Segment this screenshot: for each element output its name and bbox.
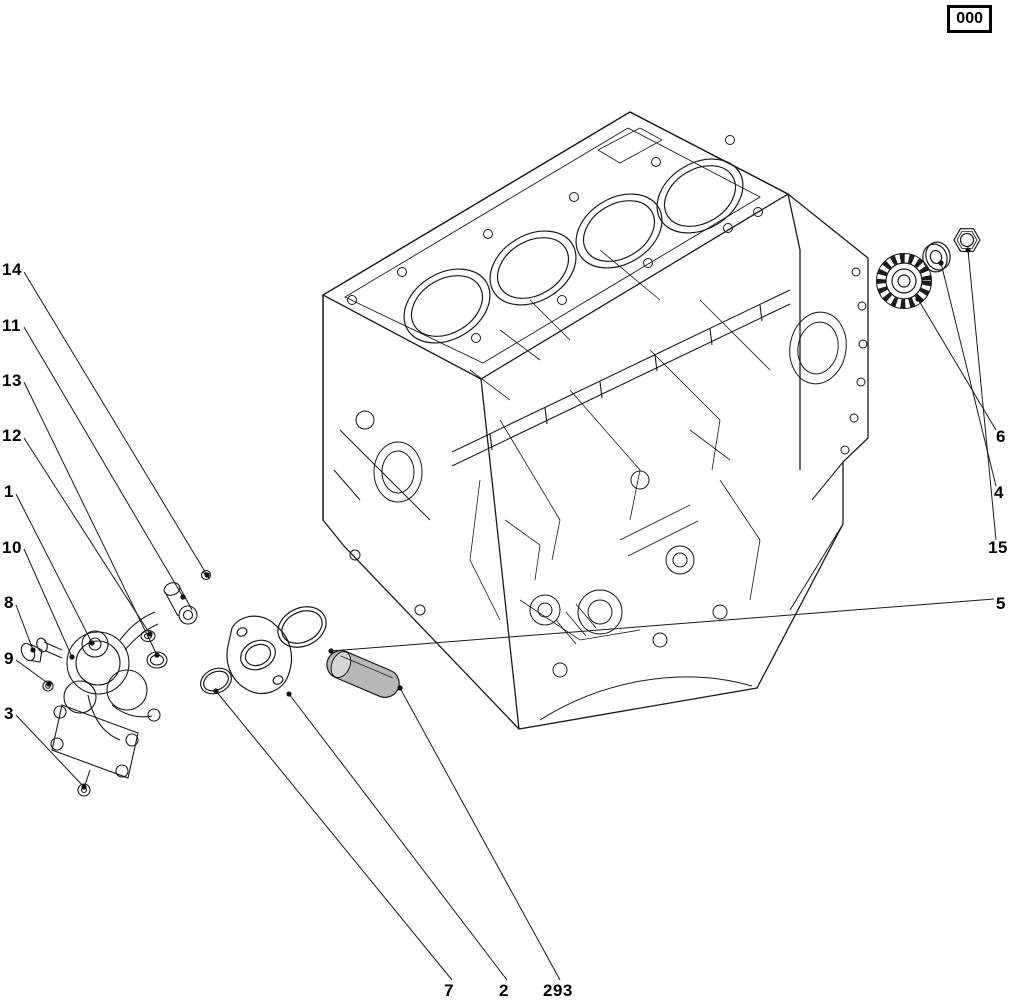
callout-label-4: 4 xyxy=(994,483,1004,502)
callout-label-3: 3 xyxy=(4,704,14,723)
o-ring-7-drawing xyxy=(200,667,232,695)
callout-label-7: 7 xyxy=(444,981,454,1000)
regulator-valve-drawing xyxy=(163,582,198,625)
callout-label-1: 1 xyxy=(4,482,14,501)
drive-gear-drawing xyxy=(876,253,932,309)
callout-label-6: 6 xyxy=(996,427,1006,446)
deck-bolt-holes xyxy=(347,135,763,343)
callout-label-293: 293 xyxy=(543,981,573,1000)
callout-dots xyxy=(30,247,971,790)
engine-block-drawing xyxy=(321,111,869,730)
banjo-fitting-drawing xyxy=(36,637,63,659)
side-gallery xyxy=(451,289,791,467)
figure-reference-box: 000 xyxy=(947,5,992,33)
deck-inset xyxy=(344,127,761,364)
block-silhouette xyxy=(322,111,869,730)
washer-drawing xyxy=(922,241,951,273)
mounting-flange-drawing xyxy=(226,615,293,695)
callout-label-2: 2 xyxy=(499,981,509,1000)
block-left-edge xyxy=(322,193,801,730)
o-ring-5-drawing xyxy=(277,606,327,648)
callout-label-5: 5 xyxy=(996,594,1006,613)
injection-pump-drawing xyxy=(50,611,161,779)
callout-label-15: 15 xyxy=(988,538,1008,557)
callout-label-9: 9 xyxy=(4,649,14,668)
callout-label-10: 10 xyxy=(2,538,22,557)
callout-label-11: 11 xyxy=(2,316,21,335)
callout-label-12: 12 xyxy=(2,426,22,445)
nut-drawing xyxy=(953,228,981,252)
leader-lines xyxy=(15,249,997,981)
callout-label-13: 13 xyxy=(2,371,22,390)
front-face-details xyxy=(333,410,431,616)
cast-ribs xyxy=(469,127,771,645)
sensor-drawing xyxy=(20,642,43,663)
rear-flange xyxy=(789,267,868,611)
callout-label-8: 8 xyxy=(4,593,14,612)
cylinder-bores xyxy=(403,158,744,344)
crankcase-details xyxy=(529,470,753,721)
callout-label-14: 14 xyxy=(2,260,22,279)
pin-293-drawing xyxy=(326,650,400,698)
